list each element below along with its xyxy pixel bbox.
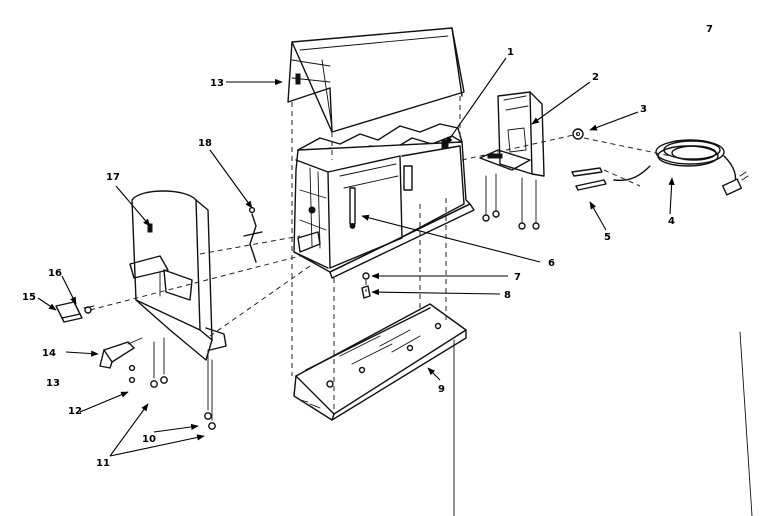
corner-mark: 7 [706,24,713,35]
callout-11: 11 [96,458,110,469]
callout-1: 1 [507,47,514,58]
callout-13-top: 13 [210,78,224,89]
callout-10: 10 [142,434,156,445]
callout-18: 18 [198,138,212,149]
spring-clip [243,206,263,263]
callout-8: 8 [504,290,511,301]
top-cover [287,27,465,133]
callout-5: 5 [604,232,611,243]
callout-12: 12 [68,406,82,417]
bracket-screws [482,173,540,230]
callout-13-left: 13 [46,378,60,389]
callout-7: 7 [514,272,521,283]
assembly-lines [89,96,691,412]
panel-screws [128,337,216,430]
callout-6: 6 [548,258,555,269]
small-parts [361,272,371,299]
base-tray [293,303,467,421]
callout-16: 16 [48,268,62,279]
callout-2: 2 [592,72,599,83]
terminal-pins [571,167,607,191]
power-cord [613,139,749,196]
toaster-body [293,123,475,279]
control-knob [55,301,95,323]
callout-3: 3 [640,104,647,115]
callout-14: 14 [42,348,56,359]
callout-labels: 13 1 2 3 4 5 6 7 8 9 10 11 12 13 14 15 1… [22,24,713,469]
callout-9: 9 [438,384,445,395]
end-bracket [479,91,545,177]
callout-17: 17 [106,172,120,183]
callout-arrows [37,57,675,457]
lever-handle [99,337,143,369]
callout-15: 15 [22,292,36,303]
callout-4: 4 [668,216,675,227]
